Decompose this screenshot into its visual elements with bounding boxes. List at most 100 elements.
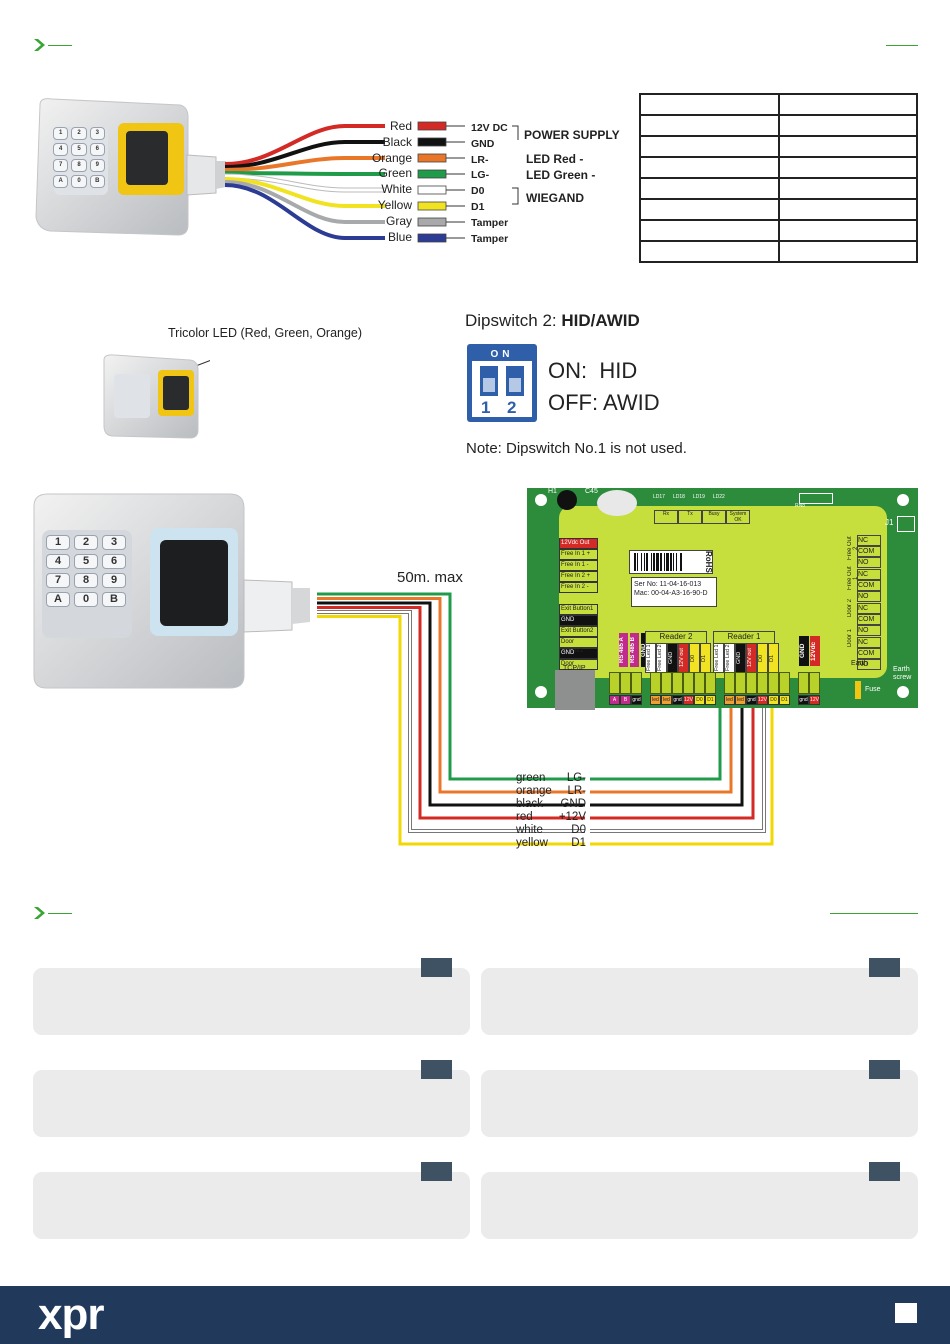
board-terminal-label: Free In 2 -	[559, 582, 598, 593]
card-tab	[421, 1060, 452, 1079]
board-reader-pin: D0	[689, 643, 700, 673]
wire-color-label: Orange	[371, 150, 412, 165]
dipswitch-title: Dipswitch 2: HID/AWID	[465, 311, 640, 330]
cable-wire	[590, 708, 722, 781]
board-led-code: LD19	[692, 494, 705, 500]
section-arrow-icon	[32, 906, 48, 925]
dipswitch-icon: ON 1 2	[467, 344, 537, 422]
keypad-key: 7	[53, 159, 69, 172]
board-led-code: LD18	[672, 494, 685, 500]
board-relay-label: COM	[857, 580, 881, 591]
section-arrow-icon	[32, 38, 48, 57]
wire-terminal-label: Tamper	[471, 216, 509, 229]
section-header-line	[48, 913, 72, 914]
board-bottom-pin: led	[661, 695, 672, 705]
cable-wire	[317, 592, 585, 781]
board-bottom-pin: B	[620, 695, 631, 705]
board-bottom-pin: 12V	[809, 695, 820, 705]
terminal-screw	[757, 672, 768, 694]
cable-signal-label: LG-	[566, 772, 586, 784]
keypad-key: 8	[74, 573, 98, 588]
cable-wire	[590, 708, 755, 820]
card-tab	[869, 958, 900, 977]
cable-wire	[317, 601, 585, 807]
board-bottom-pin: led	[735, 695, 746, 705]
wire-color-label: Black	[382, 134, 412, 149]
keypad-key: A	[53, 175, 69, 188]
keypad-key: 9	[89, 159, 105, 172]
keypad-key: 4	[53, 143, 69, 156]
card-tab	[869, 1162, 900, 1181]
card-tab	[421, 958, 452, 977]
wire-color-label: White	[381, 182, 412, 197]
wire-color-label: Red	[389, 119, 412, 133]
board-terminal-label: Free In 1 +	[559, 549, 598, 560]
dipswitch-note: Note: Dipswitch No.1 is not used.	[466, 440, 687, 457]
terminal-screw	[620, 672, 631, 694]
wire-line	[225, 180, 385, 224]
board-terminal-label: 12Vdc Out	[559, 538, 598, 549]
board-power-pin: GND	[799, 636, 809, 666]
terminal-screw	[661, 672, 672, 694]
board-bottom-pin: D1	[705, 695, 716, 705]
cable-signal-label: +12V	[558, 811, 586, 823]
keypad-key: A	[46, 592, 70, 607]
board-relay-label: COM	[857, 614, 881, 625]
wire-line	[225, 156, 385, 172]
board-bottom-pin: gnd	[672, 695, 683, 705]
wire-color-label: Green	[378, 166, 412, 181]
wire-color-label: Yellow	[377, 198, 412, 212]
board-reader-pin: Free Led 1	[645, 643, 656, 673]
group-wiegand: WIEGAND	[526, 191, 584, 205]
cable-wire	[317, 615, 585, 846]
info-card	[481, 958, 918, 1035]
terminal-screw	[779, 672, 790, 694]
board-terminal-label: Exit Button2	[559, 626, 598, 637]
board-reader-pin: 12V out	[678, 643, 689, 673]
keypad-key: 9	[102, 573, 126, 588]
board-power-pin: 12Vdc	[810, 636, 820, 666]
keypad-key: B	[102, 592, 126, 607]
tricolor-led-label: Tricolor LED (Red, Green, Orange)	[168, 326, 363, 340]
keypad-key: 0	[74, 592, 98, 607]
board-relay-label: NC	[857, 603, 881, 614]
board-bottom-pin: D1	[779, 695, 790, 705]
cable-color-label: yellow	[516, 837, 548, 849]
keypad-key: 6	[89, 143, 105, 156]
page-number-box	[895, 1303, 917, 1323]
board-reader-pin: D0	[757, 643, 768, 673]
cable-wire	[590, 708, 774, 846]
wire-line	[225, 183, 385, 240]
board-bottom-pin: led	[724, 695, 735, 705]
section-header-line	[48, 45, 72, 46]
wire-color-label: Gray	[385, 213, 412, 228]
board-relay-label: NO	[857, 591, 881, 602]
board-relay-label: NO	[857, 557, 881, 568]
dipswitch-on-text: ON: HID	[548, 358, 638, 383]
board-relay-label: NO	[857, 659, 881, 670]
wire-terminal-label: D0	[471, 185, 485, 198]
board-bottom-pin: gnd	[746, 695, 757, 705]
group-led-red: LED Red -	[526, 152, 584, 166]
board-side-label: Free Out 2	[847, 536, 859, 560]
terminal-screw	[768, 672, 779, 694]
cable-signal-label: LR-	[567, 785, 586, 797]
keypad-key: 6	[102, 554, 126, 569]
group-led-green: LED Green -	[526, 168, 596, 182]
terminal-screw	[672, 672, 683, 694]
terminal-screw	[724, 672, 735, 694]
board-bottom-pin: led	[650, 695, 661, 705]
board-terminal-label: Exit Button1	[559, 604, 598, 615]
board-side-label: Door 2	[847, 599, 853, 618]
board-terminal-label: GND	[559, 615, 598, 626]
board-relay-label: NC	[857, 535, 881, 546]
wire-terminal-label: GND	[471, 137, 495, 150]
board-led-label: Tx	[678, 510, 702, 524]
board-side-label: Free Out 1	[847, 566, 859, 590]
board-terminal-label: Door Sensor1	[559, 637, 598, 654]
terminal-screw	[631, 672, 642, 694]
